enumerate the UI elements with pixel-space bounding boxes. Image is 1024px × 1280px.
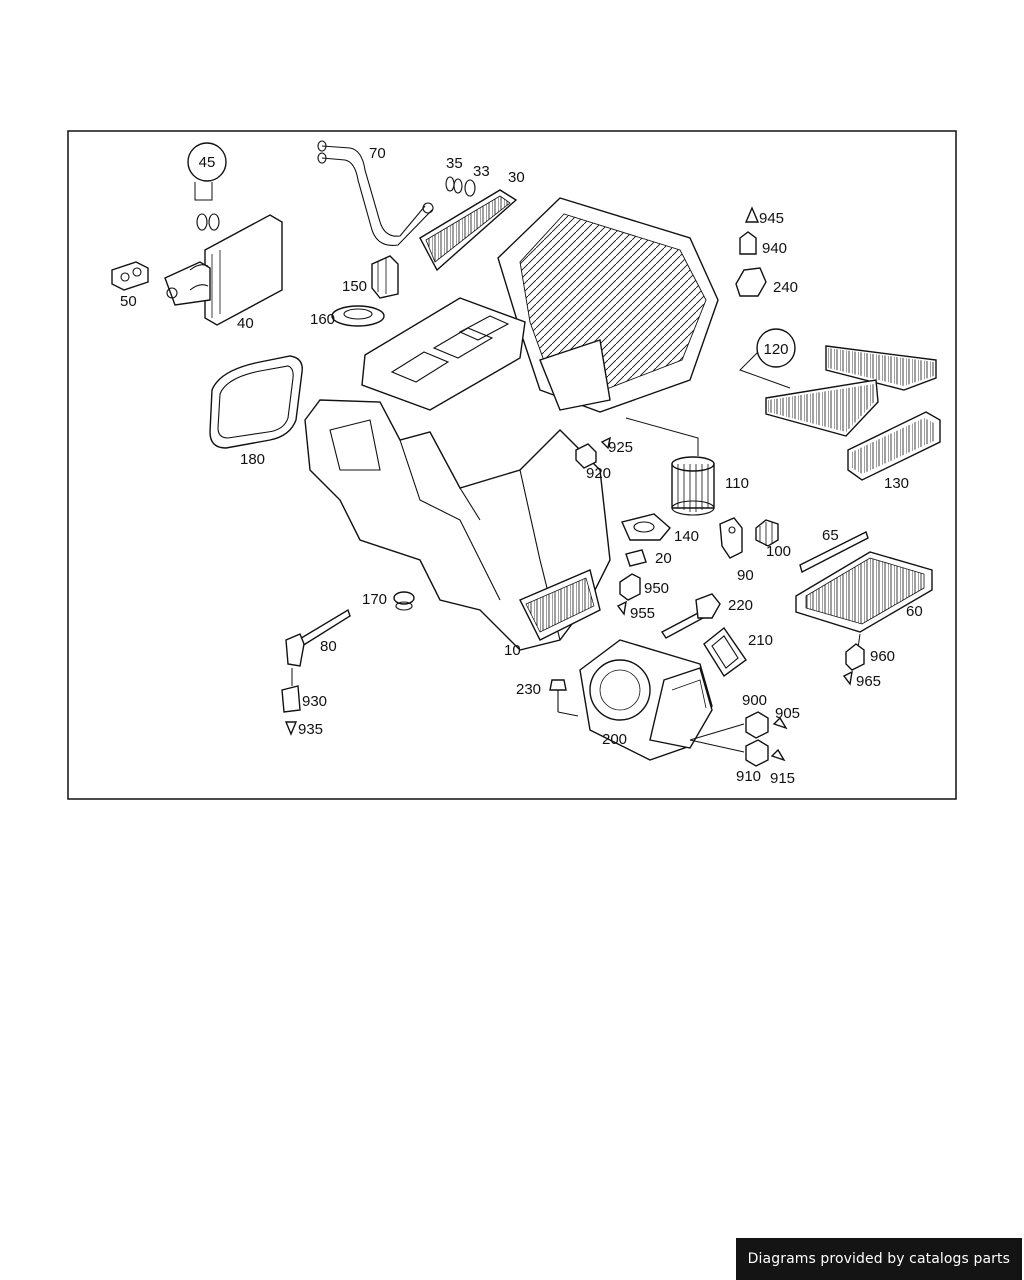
parts-930-935-drawing (281, 668, 301, 736)
part-label-160: 160 (310, 311, 335, 328)
parts-900-915-drawing (689, 711, 788, 767)
part-30-drawing (419, 189, 518, 272)
part-label-940: 940 (762, 240, 787, 257)
part-label-60: 60 (906, 603, 923, 620)
hvac-housing-drawing (304, 197, 719, 651)
parts-65-60-drawing (795, 531, 933, 633)
part-label-960: 960 (870, 648, 895, 665)
part-80-drawing (285, 608, 351, 667)
part-label-30: 30 (508, 169, 525, 186)
part-label-240: 240 (773, 279, 798, 296)
part-label-35: 35 (446, 155, 463, 172)
diagram-frame (67, 130, 957, 800)
part-label-120: 120 (763, 341, 788, 358)
part-label-50: 50 (120, 293, 137, 310)
part-label-180: 180 (240, 451, 265, 468)
part-200-drawing (579, 639, 713, 761)
part-label-945: 945 (759, 210, 784, 227)
part-label-40: 40 (237, 315, 254, 332)
circle-45 (187, 142, 227, 182)
parts-960-965-drawing (842, 633, 865, 686)
part-label-910: 910 (736, 768, 761, 785)
part-label-65: 65 (822, 527, 839, 544)
part-label-920: 920 (586, 465, 611, 482)
part-110-drawing (625, 417, 715, 516)
parts-945-940-240-drawing (735, 206, 767, 297)
parts-140-20-950-955-drawing (616, 513, 671, 616)
part-label-10: 10 (504, 642, 521, 659)
part-150-drawing (371, 255, 399, 299)
part-label-965: 965 (856, 673, 881, 690)
part-label-220: 220 (728, 597, 753, 614)
part-40-drawing (164, 214, 283, 326)
parts-120-130-drawing (739, 345, 941, 481)
part-label-230: 230 (516, 681, 541, 698)
part-label-140: 140 (674, 528, 699, 545)
part-label-33: 33 (473, 163, 490, 180)
part-label-80: 80 (320, 638, 337, 655)
part-label-130: 130 (884, 475, 909, 492)
part-label-170: 170 (362, 591, 387, 608)
part-label-110: 110 (725, 475, 749, 492)
part-label-935: 935 (298, 721, 323, 738)
part-label-150: 150 (342, 278, 367, 295)
part-label-200: 200 (602, 731, 627, 748)
part-label-955: 955 (630, 605, 655, 622)
credits-text: Diagrams provided by catalogs parts (747, 1251, 1010, 1267)
part-label-900: 900 (742, 692, 767, 709)
part-70-drawing (317, 140, 434, 246)
rings-35-33-drawing (445, 176, 476, 197)
part-label-90: 90 (737, 567, 754, 584)
part-210-drawing (703, 626, 747, 678)
part-160-drawing (331, 305, 385, 327)
part-label-100: 100 (766, 543, 791, 560)
credits-footer: Diagrams provided by catalogs parts (735, 1238, 1022, 1280)
part-230-drawing (549, 679, 579, 717)
oring-45-drawing (194, 182, 220, 231)
part-label-210: 210 (748, 632, 773, 649)
part-label-930: 930 (302, 693, 327, 710)
part-180-drawing (209, 355, 303, 449)
part-170-drawing (393, 591, 415, 611)
part-label-905: 905 (775, 705, 800, 722)
part-label-20: 20 (655, 550, 672, 567)
part-label-70: 70 (369, 145, 386, 162)
part-50-drawing (111, 261, 149, 291)
part-label-45: 45 (199, 154, 216, 171)
circle-120 (756, 328, 796, 368)
part-number-labels: 45 70 35 33 30 945 940 240 50 40 150 160… (120, 145, 923, 787)
parts-920-925-drawing (575, 436, 611, 469)
part-220-drawing (660, 593, 721, 639)
parts-90-100-drawing (719, 517, 779, 559)
part-label-925: 925 (608, 439, 633, 456)
part-label-915: 915 (770, 770, 795, 787)
part-label-950: 950 (644, 580, 669, 597)
